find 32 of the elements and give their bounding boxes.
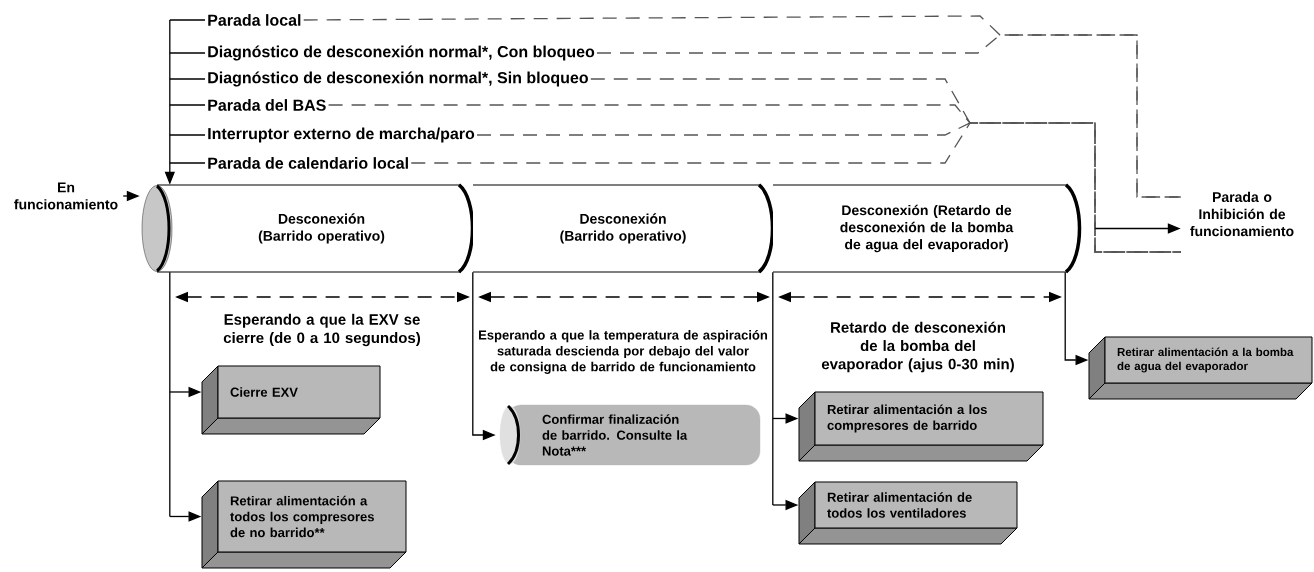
connector xyxy=(169,52,206,54)
state-label: Parada o Inhibición de funcionamiento xyxy=(1190,191,1294,237)
trigger-label: Diagnóstico de desconexión normal*, Con bloqueo xyxy=(208,45,595,61)
cylinder-box: Confirmar finalización de barrido. Consulte la Nota*** xyxy=(499,404,761,466)
cylinder-segment: Desconexión (Barrido operativo) xyxy=(141,183,475,274)
connector xyxy=(169,78,206,80)
action-box: Retirar alimentación a todos los compresores de no barrido** xyxy=(201,480,407,569)
connector xyxy=(169,134,206,136)
action-box: Retirar alimentación a la bomba de agua del evaporador xyxy=(1088,336,1313,400)
cylinder-segment: Desconexión (Barrido operativo) xyxy=(472,183,775,274)
trigger-label: Parada del BAS xyxy=(208,99,326,111)
trigger-label: Interruptor externo de marcha/paro xyxy=(208,127,475,143)
connector xyxy=(772,271,774,506)
state-label: En funcionamiento xyxy=(14,182,118,210)
phase-description: Esperando a que la EXV se cierre (de 0 a 10 segundos) xyxy=(223,313,421,347)
node-label: Desconexión (Barrido operativo) xyxy=(258,213,385,244)
phase-description: Esperando a que la temperatura de aspiración saturada descienda por debajo del valor de consigna de barrido de funcionamiento xyxy=(479,330,768,374)
connector xyxy=(169,162,206,164)
trigger-label: Diagnóstico de desconexión normal*, Sin bloqueo xyxy=(208,71,588,87)
connector xyxy=(169,271,171,518)
connector xyxy=(169,19,206,21)
cylinder-segment: Desconexión (Retardo de desconexión de la bomba de agua del evaporador) xyxy=(772,183,1082,274)
action-box: Cierre EXV xyxy=(201,365,381,435)
trigger-label: Parada de calendario local xyxy=(208,157,408,169)
connector xyxy=(169,104,206,106)
connector xyxy=(303,15,1182,198)
connector xyxy=(596,34,1182,198)
phase-description: Retardo de desconexión de la bomba del evaporador (ajus 0-30 min) xyxy=(821,321,1014,373)
node-label: Desconexión (Retardo de desconexión de la bomba de agua del evaporador) xyxy=(840,204,1014,253)
action-box: Retirar alimentación de todos los ventiladores xyxy=(798,481,1018,545)
trigger-label: Parada local xyxy=(208,14,301,26)
action-box: Retirar alimentación a los compresores de barrido xyxy=(798,391,1044,462)
